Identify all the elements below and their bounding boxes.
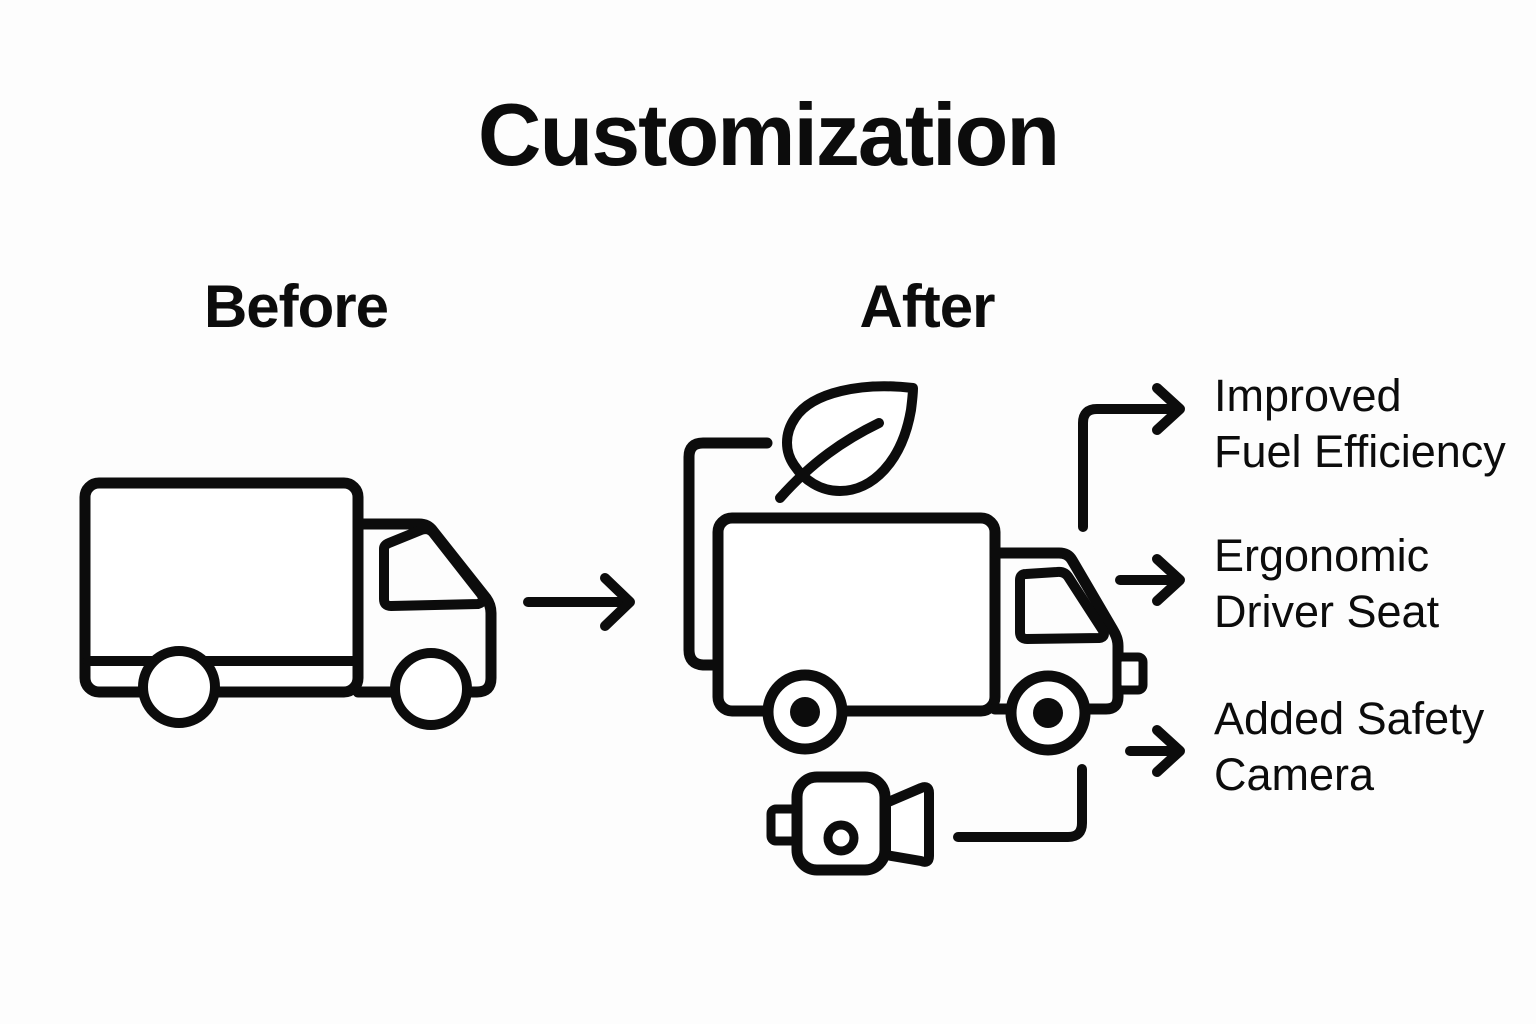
before-truck-rear-wheel: [138, 646, 220, 728]
camera-connector-line: [953, 764, 1087, 842]
before-truck-icon: [79, 477, 497, 730]
benefit-label-driver-seat: Ergonomic Driver Seat: [1214, 528, 1439, 640]
after-truck-cab: [989, 547, 1124, 715]
after-truck-icon: [683, 381, 1148, 756]
benefit-line: Added Safety: [1214, 693, 1485, 744]
after-truck-cargo-box: [712, 512, 1001, 717]
after-truck-front-hub: [1033, 698, 1063, 728]
after-truck-upgrade-outline: [683, 437, 773, 671]
after-truck-window: [1015, 566, 1109, 644]
camera-lens: [823, 820, 859, 856]
leaf-icon: [775, 381, 918, 503]
page-title: Customization: [477, 85, 1060, 184]
benefit-line: Camera: [1214, 749, 1375, 800]
before-truck-front-wheel: [390, 648, 472, 730]
fuel-efficiency-arrow: [1078, 383, 1185, 532]
video-camera-icon: [766, 771, 934, 876]
driver-seat-arrow: [1115, 554, 1185, 606]
before-label: Before: [203, 273, 389, 340]
safety-camera-arrow: [1125, 725, 1185, 777]
benefit-line: Fuel Efficiency: [1214, 426, 1506, 477]
after-truck-rear-hub: [790, 697, 820, 727]
camera-lens-horn: [881, 782, 934, 867]
right-arrow-icon: [523, 573, 635, 631]
benefit-label-fuel-efficiency: Improved Fuel Efficiency: [1214, 368, 1506, 480]
after-label: After: [859, 273, 995, 340]
before-truck-window: [379, 524, 488, 611]
benefit-line: Ergonomic: [1214, 530, 1430, 581]
benefit-label-safety-camera: Added Safety Camera: [1214, 691, 1484, 803]
benefit-line: Improved: [1214, 370, 1402, 421]
benefit-line: Driver Seat: [1214, 586, 1440, 637]
front-camera-icon: [1112, 652, 1148, 695]
before-truck-cargo-box: [79, 477, 364, 698]
